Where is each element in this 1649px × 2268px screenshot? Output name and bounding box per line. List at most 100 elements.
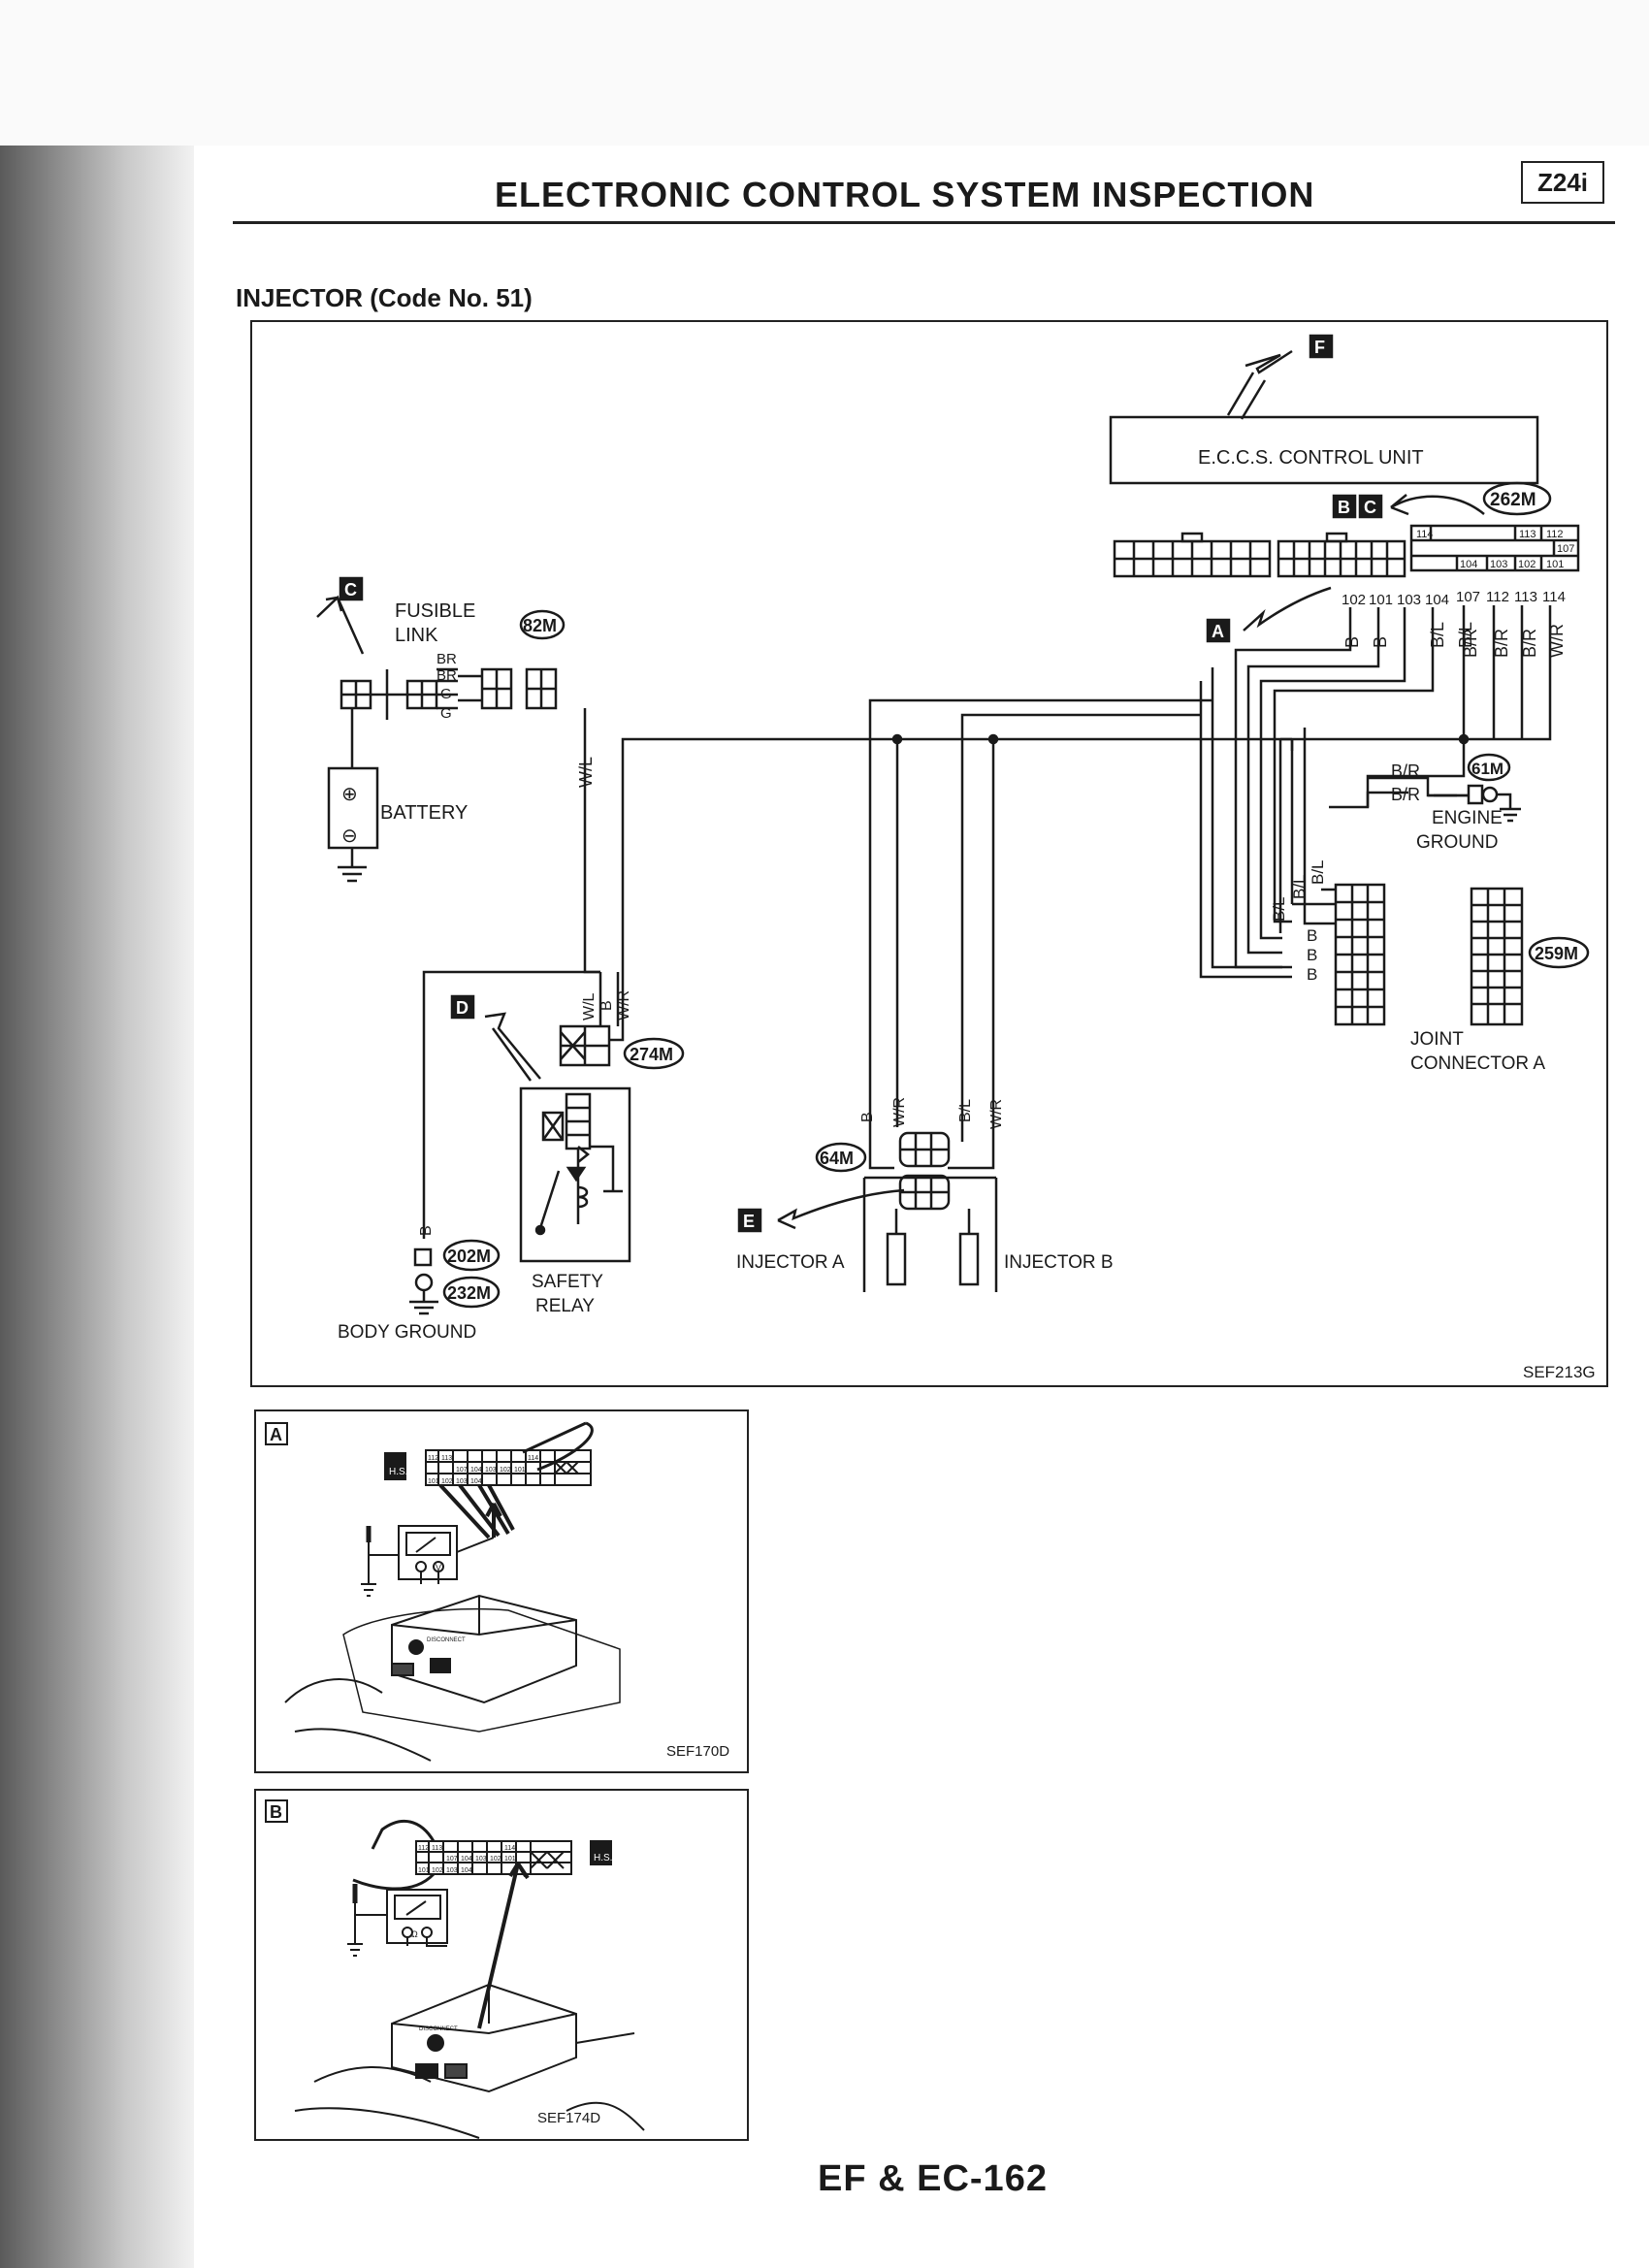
inset-b-letter: B xyxy=(270,1802,282,1822)
injector-a-label: INJECTOR A xyxy=(736,1252,845,1273)
fusible-link-label-1: FUSIBLE xyxy=(395,600,475,622)
inset-b-pin-112: 112 xyxy=(418,1845,429,1852)
inset-a-unit-text: DISCONNECT xyxy=(427,1637,466,1643)
terminal-113: 113 xyxy=(1514,589,1537,605)
inset-a-pin-102: 102 xyxy=(441,1478,453,1485)
safety-relay-label-1: SAFETY xyxy=(532,1272,603,1292)
callout-a-box xyxy=(1206,618,1231,643)
connector-61m-bubble xyxy=(1467,753,1511,782)
pin-112: 112 xyxy=(1546,529,1564,540)
inset-b-pin-102: 102 xyxy=(432,1867,443,1874)
terminal-112: 112 xyxy=(1486,589,1509,605)
wire-113: B/R xyxy=(1520,629,1539,658)
engine-ground: B/R B/R 61M ENGINE GROUND xyxy=(1391,753,1521,853)
terminal-wire-labels: B B B/L B/L B/R B/R B/R W/R xyxy=(1342,622,1567,658)
callout-c-letter-top: C xyxy=(1364,498,1376,517)
callout-e-letter: E xyxy=(743,1212,755,1231)
eccs-control-unit-label: E.C.C.S. CONTROL UNIT xyxy=(1198,447,1424,469)
pin-113: 113 xyxy=(1519,529,1536,540)
injector-wire-wr-1: W/R xyxy=(891,1097,908,1127)
section-subtitle: INJECTOR (Code No. 51) xyxy=(236,283,533,312)
inset-a-pin-112: 112 xyxy=(428,1455,438,1462)
injector-wire-b: B xyxy=(859,1112,876,1122)
terminal-104: 104 xyxy=(1425,592,1449,608)
fusible-wire-4: G xyxy=(440,705,452,722)
body-ground-wire: B xyxy=(418,1225,435,1236)
inset-b-pin-103: 103 xyxy=(446,1867,458,1874)
eccs-connector-1 xyxy=(1113,532,1272,578)
connector-82m-bubble xyxy=(519,609,566,640)
pin-102: 102 xyxy=(1518,559,1536,570)
connector-82m-label: 82M xyxy=(523,616,557,635)
battery: ⊕ ⊖ BATTERY xyxy=(327,766,468,883)
joint-wire-6: B xyxy=(1307,965,1317,984)
inset-b-pin-104: 104 xyxy=(461,1867,472,1874)
fusible-wire-3: G xyxy=(440,686,452,702)
page-title: ELECTRONIC CONTROL SYSTEM INSPECTION xyxy=(495,175,1315,214)
safety-relay: W/L B W/R D 274M SAFETY RELAY xyxy=(422,970,685,1316)
inset-b-icon-text: H.S. xyxy=(594,1853,612,1863)
inset-a-pin-113: 113 xyxy=(441,1455,452,1462)
injector-wire-wr-2: W/R xyxy=(988,1099,1005,1129)
callout-f-arrow xyxy=(1245,349,1293,374)
inset-a-pin-103: 103 xyxy=(456,1478,468,1485)
inset-b-pin-104m: 104 xyxy=(461,1856,472,1863)
callout-b-letter: B xyxy=(1338,498,1350,517)
inset-b-pin-114: 114 xyxy=(504,1845,515,1852)
engine-ground-label-1: ENGINE xyxy=(1432,808,1503,828)
joint-wire-5: B xyxy=(1307,946,1317,964)
callout-d-letter: D xyxy=(456,998,469,1018)
engine-ground-wire-1: B/R xyxy=(1391,761,1420,781)
connector-202m-bubble xyxy=(442,1239,501,1272)
relay-wire-wl: W/L xyxy=(581,992,598,1021)
pin-114: 114 xyxy=(1416,529,1434,540)
callout-bc-arrow xyxy=(1390,495,1485,515)
terminal-114: 114 xyxy=(1542,589,1566,605)
terminal-numbers: 102 101 103 104 107 112 113 114 xyxy=(1342,589,1566,608)
connector-259m-label: 259M xyxy=(1535,944,1578,963)
wiring-diagram: E.C.C.S. CONTROL UNIT F 114 113 112 107 … xyxy=(316,334,1596,1381)
injector-assembly: B W/R B/L W/R 64M E INJECTOR A INJECTOR … xyxy=(736,1097,1114,1292)
engine-ground-wire-2: B/R xyxy=(1391,785,1420,804)
body-ground: B 202M 232M BODY GROUND xyxy=(338,1225,501,1343)
connector-259m-bubble xyxy=(1528,936,1590,969)
figure-code-main: SEF213G xyxy=(1523,1363,1596,1381)
inset-a-pin-114: 114 xyxy=(528,1455,538,1462)
inset-a-pin-107: 107 xyxy=(456,1467,468,1474)
book-spine-shadow xyxy=(0,0,194,2268)
relay-wire-b: B xyxy=(598,1000,615,1011)
engine-ground-label-2: GROUND xyxy=(1416,832,1498,853)
injector-wire-bl: B/L xyxy=(957,1099,974,1122)
fusible-wire-2: BR xyxy=(436,667,457,684)
wl-feed-wire xyxy=(583,708,600,974)
inset-a-panel: A H.S. 112 113 114 107 104 103 102 101 1… xyxy=(254,1409,749,1773)
page-number: EF & EC-162 xyxy=(818,2158,1048,2199)
callout-b-box xyxy=(1332,494,1357,519)
connector-202m-label: 202M xyxy=(447,1247,491,1266)
inset-b-pin-107: 107 xyxy=(446,1856,458,1863)
inset-a-pin-104: 104 xyxy=(470,1478,482,1485)
wire-102: B xyxy=(1342,636,1362,648)
inset-a-figure-code: SEF170D xyxy=(666,1743,729,1760)
connector-232m-label: 232M xyxy=(447,1283,491,1303)
callout-bc-arrowhead xyxy=(1390,494,1409,516)
joint-wire-4: B xyxy=(1307,926,1317,945)
inset-b-figure-code: SEF174D xyxy=(537,2110,600,2126)
pin-107: 107 xyxy=(1557,543,1574,555)
inset-b-panel: B 112 113 114 107 104 103 102 101 101 10… xyxy=(254,1789,749,2141)
connector-274m-bubble xyxy=(623,1037,685,1070)
connector-262m-bubble xyxy=(1482,481,1552,516)
inset-b-pin-101: 101 xyxy=(418,1867,430,1874)
injector-b-label: INJECTOR B xyxy=(1004,1252,1114,1273)
inset-b-meter-symbol: Ω xyxy=(411,1929,418,1939)
connector-262m-label: 262M xyxy=(1490,490,1536,510)
fusible-link: C FUSIBLE LINK 82M BR BR G G xyxy=(316,576,566,768)
fusible-link-label-2: LINK xyxy=(395,625,438,646)
connector-274m-label: 274M xyxy=(630,1045,673,1064)
eccs-control-unit xyxy=(1109,415,1539,485)
inset-a-pin-103m: 103 xyxy=(485,1467,497,1474)
inset-a-pin-104m: 104 xyxy=(470,1467,482,1474)
terminal-101: 101 xyxy=(1369,592,1393,608)
callout-f-letter: F xyxy=(1314,338,1325,357)
battery-label: BATTERY xyxy=(380,802,468,824)
